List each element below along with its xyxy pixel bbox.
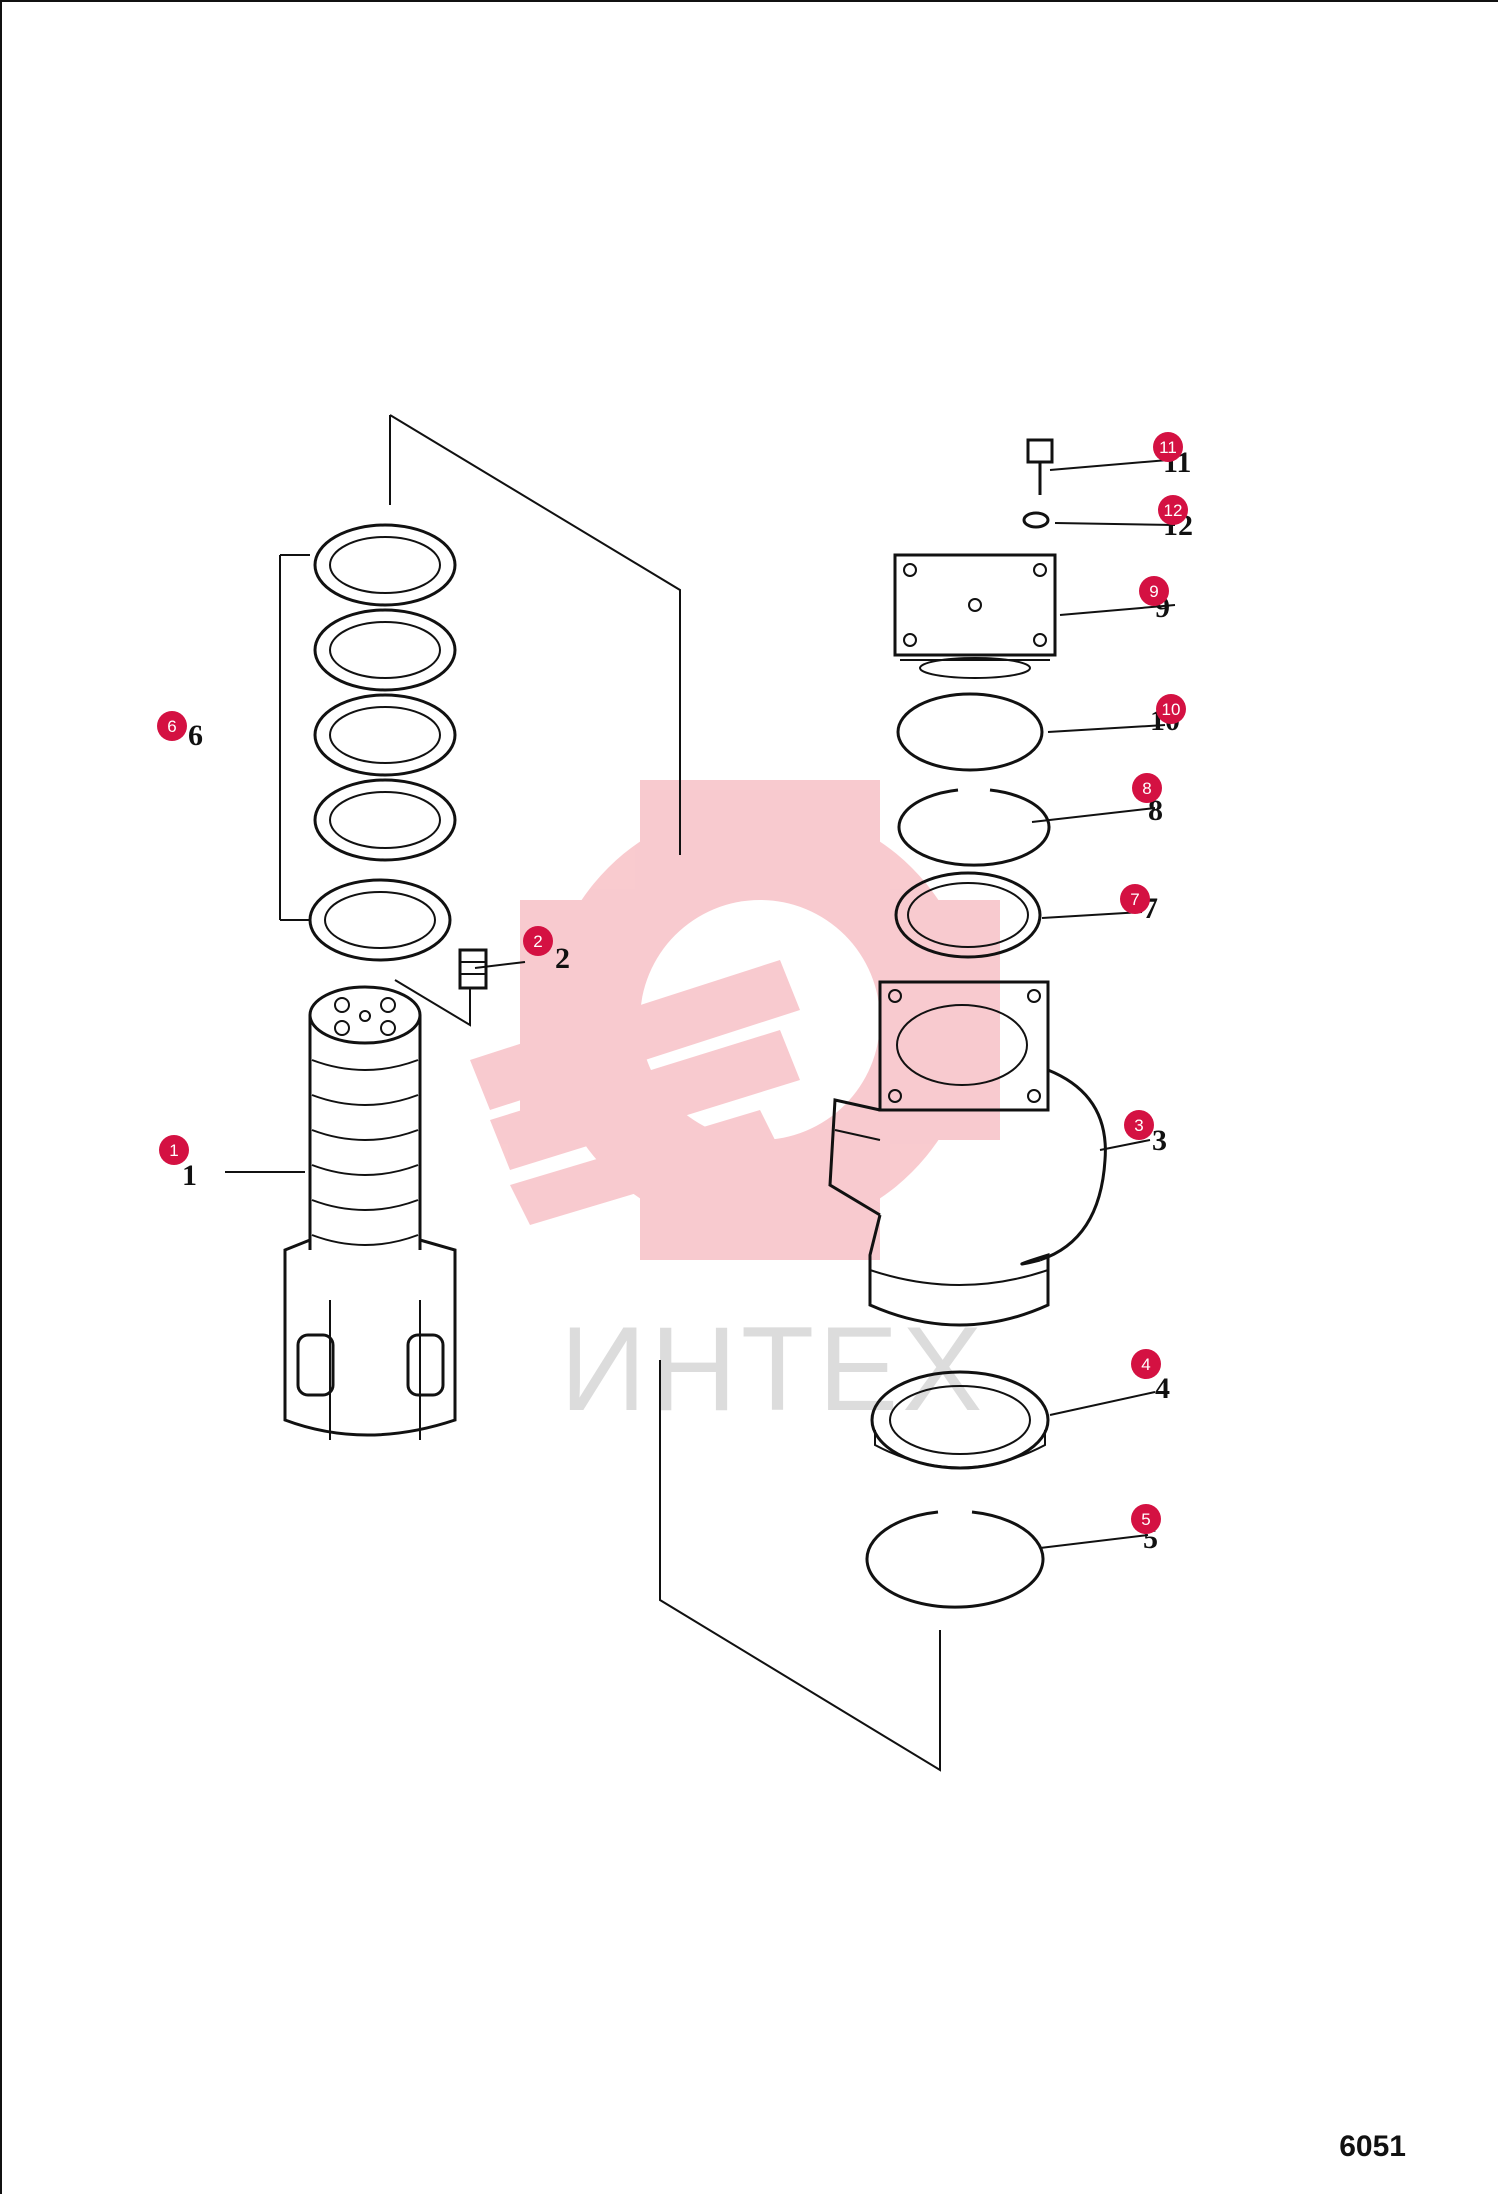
ring-part xyxy=(894,871,1143,959)
part-label-2: 2 xyxy=(555,942,570,975)
marker-1[interactable]: 1 xyxy=(159,1135,189,1165)
svg-text:4: 4 xyxy=(1141,1355,1150,1374)
center-shaft-part xyxy=(225,985,457,1440)
snap-ring-lower-part xyxy=(865,1510,1149,1609)
cover-plate-part xyxy=(893,553,1176,679)
callout-markers: 1 2 3 4 5 6 7 8 xyxy=(157,432,1188,1534)
marker-2[interactable]: 2 xyxy=(523,926,553,956)
svg-text:8: 8 xyxy=(1142,779,1151,798)
assembly-lines xyxy=(279,414,941,1772)
svg-text:6: 6 xyxy=(167,717,176,736)
marker-5[interactable]: 5 xyxy=(1131,1504,1161,1534)
svg-text:3: 3 xyxy=(1134,1116,1143,1135)
svg-text:11: 11 xyxy=(1159,438,1177,457)
watermark-text: ИНТЕХ xyxy=(560,1302,986,1436)
part-label-3: 3 xyxy=(1152,1124,1167,1157)
seal-ring-stack xyxy=(308,523,457,962)
svg-text:5: 5 xyxy=(1141,1510,1150,1529)
bolt-and-washer-parts xyxy=(1022,438,1176,529)
svg-text:1: 1 xyxy=(169,1141,178,1160)
o-ring-part xyxy=(896,692,1166,772)
marker-7[interactable]: 7 xyxy=(1120,884,1150,914)
marker-10[interactable]: 10 xyxy=(1156,694,1186,724)
marker-3[interactable]: 3 xyxy=(1124,1110,1154,1140)
marker-6[interactable]: 6 xyxy=(157,711,187,741)
printed-part-labels: 1 2 3 4 5 6 7 8 9 10 11 12 xyxy=(182,446,1193,1555)
snap-ring-upper-part xyxy=(897,788,1156,867)
svg-text:9: 9 xyxy=(1149,582,1158,601)
svg-text:10: 10 xyxy=(1162,700,1181,719)
part-label-8: 8 xyxy=(1148,794,1163,827)
part-label-4: 4 xyxy=(1155,1372,1170,1405)
part-label-1: 1 xyxy=(182,1159,197,1192)
svg-text:12: 12 xyxy=(1164,501,1183,520)
marker-12[interactable]: 12 xyxy=(1158,495,1188,525)
part-label-6: 6 xyxy=(188,719,203,752)
bearing-part xyxy=(870,1370,1156,1470)
plug-part xyxy=(458,948,526,990)
svg-text:7: 7 xyxy=(1130,890,1139,909)
watermark-logo xyxy=(470,780,1000,1260)
svg-text:2: 2 xyxy=(533,932,542,951)
marker-4[interactable]: 4 xyxy=(1131,1349,1161,1379)
marker-8[interactable]: 8 xyxy=(1132,773,1162,803)
page-number: 6051 xyxy=(1339,2130,1406,2163)
marker-9[interactable]: 9 xyxy=(1139,576,1169,606)
marker-11[interactable]: 11 xyxy=(1153,432,1183,462)
housing-part xyxy=(828,980,1151,1327)
